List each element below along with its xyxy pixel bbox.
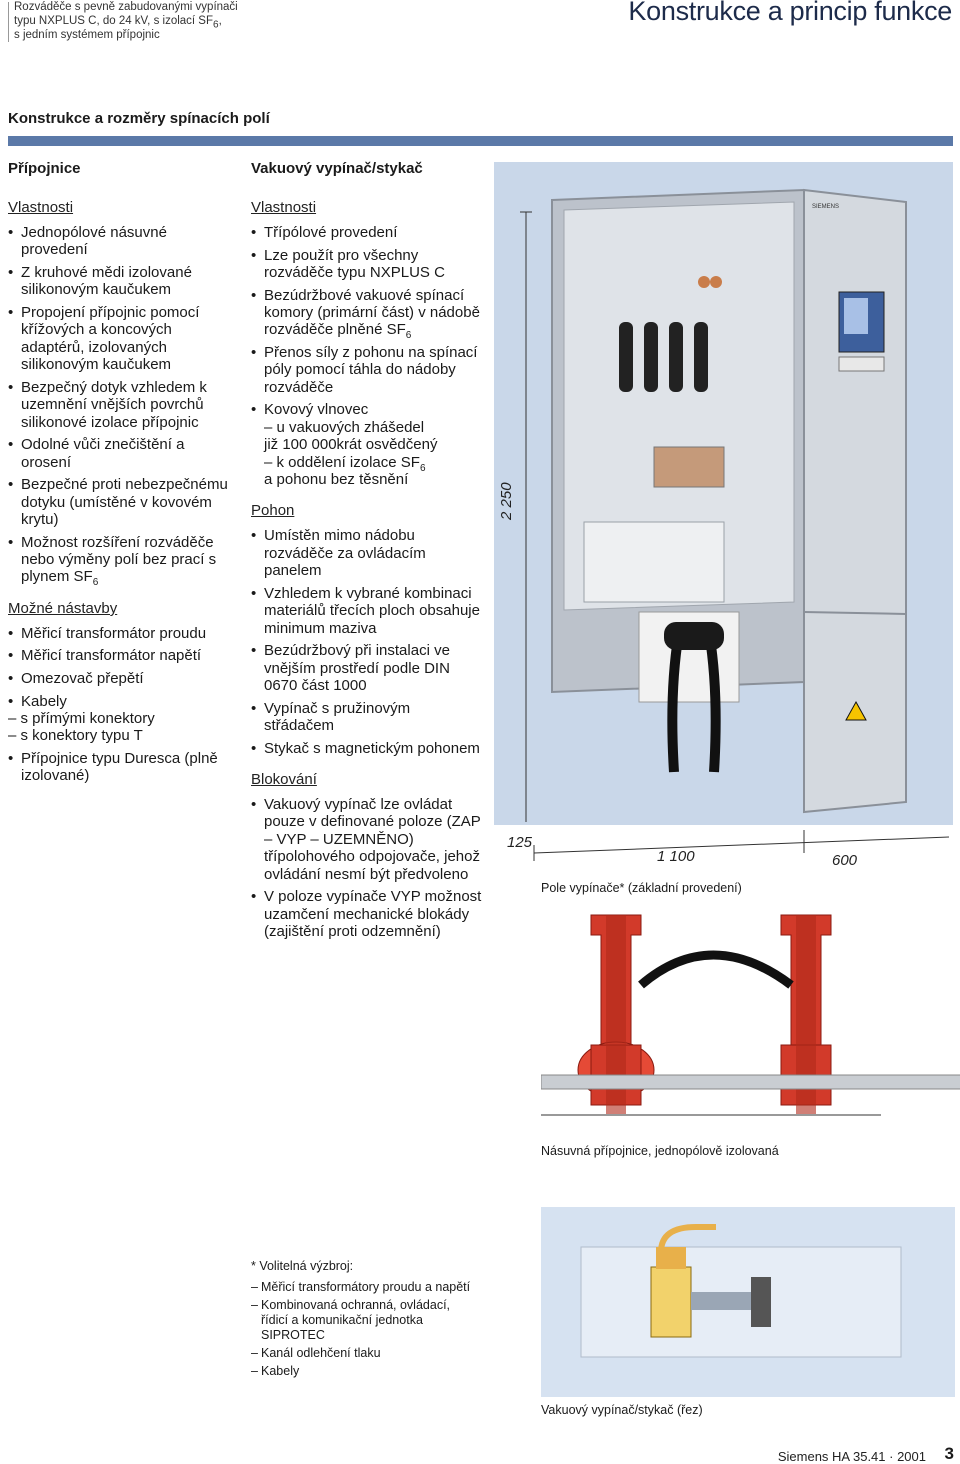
figure-caption-3: Vakuový vypínač/stykač (řez) bbox=[541, 1403, 703, 1417]
depth-dimension-a: 125 bbox=[507, 834, 533, 851]
cable-sub-item: – s konektory typu T bbox=[8, 727, 143, 745]
list-item: Měřicí transformátory proudu a napětí bbox=[251, 1280, 471, 1295]
interlock-heading: Blokování bbox=[251, 771, 317, 789]
drive-heading: Pohon bbox=[251, 502, 295, 520]
list-item: Kovový vlnovec – u vakuových zhášedel ji… bbox=[251, 401, 483, 488]
list-item: Měřicí transformátor proudu bbox=[8, 625, 236, 643]
list-item: Přenos síly z pohonu na spínací póly pom… bbox=[251, 344, 483, 396]
busbar-properties-heading: Vlastnosti bbox=[8, 199, 74, 216]
document-subtitle: Rozváděče s pevně zabudovanými vypínači … bbox=[14, 0, 274, 42]
list-item: Lze použít pro všechny rozváděče typu NX… bbox=[251, 247, 483, 282]
busbar-illustration bbox=[541, 905, 960, 1125]
list-item: Vzhledem k vybrané kombinaci materiálů t… bbox=[251, 585, 483, 637]
figure-caption-1: Pole vypínače* (základní provedení) bbox=[541, 881, 742, 895]
breaker-section-figure bbox=[541, 1207, 955, 1397]
breaker-properties-list: Třípólové provedení Lze použít pro všech… bbox=[251, 224, 483, 488]
list-item: Propojení přípojnic pomocí křížových a k… bbox=[8, 304, 236, 374]
busbar-properties-list: Jednopólové násuvné provedení Z kruhové … bbox=[8, 224, 236, 588]
interlock-list: Vakuový vypínač lze ovládat pouze v defi… bbox=[251, 796, 483, 940]
note-title: * Volitelná výzbroj: bbox=[251, 1259, 354, 1273]
width-dimension: 600 bbox=[832, 852, 858, 869]
busbar-heading: Přípojnice bbox=[8, 160, 81, 177]
busbar-options-list: Měřicí transformátor proudu Měřicí trans… bbox=[8, 625, 236, 785]
list-item: Odolné vůči znečištění a orosení bbox=[8, 436, 236, 471]
list-item: Umístěn mimo nádobu rozváděče za ovládac… bbox=[251, 527, 483, 579]
list-item: Bezpečný dotyk vzhledem k uzemnění vnějš… bbox=[8, 379, 236, 431]
list-item: Přípojnice typu Duresca (plně izolované) bbox=[8, 750, 236, 785]
optional-equipment-note: * Volitelná výzbroj: Měřicí transformáto… bbox=[251, 1259, 471, 1382]
breaker-section-illustration bbox=[580, 1224, 902, 1358]
list-item: Kombinovaná ochranná, ovládací, řídicí a… bbox=[251, 1298, 471, 1343]
footer-doc-ref: Siemens HA 35.41 · 2001 bbox=[777, 1449, 926, 1464]
list-item: Omezovač přepětí bbox=[8, 670, 236, 688]
list-item: Kabely bbox=[251, 1364, 471, 1379]
busbar-options-heading: Možné nástavby bbox=[8, 599, 118, 617]
section-rule bbox=[8, 136, 953, 146]
list-item: Bezúdržbový při instalaci ve vnějším pro… bbox=[251, 642, 483, 694]
depth-dimension-b: 1 100 bbox=[657, 848, 695, 865]
list-item: Třípólové provedení bbox=[251, 224, 483, 242]
header-divider bbox=[8, 2, 9, 42]
list-item: V poloze vypínače VYP možnost uzamčení m… bbox=[251, 888, 483, 940]
list-item: Vakuový vypínač lze ovládat pouze v defi… bbox=[251, 796, 483, 883]
busbar-column: Přípojnice Vlastnosti Jednopólové násuvn… bbox=[8, 160, 236, 790]
list-item: Vypínač s pružinovým střádačem bbox=[251, 700, 483, 735]
list-item: Měřicí transformátor napětí bbox=[8, 647, 236, 665]
list-item: Z kruhové mědi izolované silikonovým kau… bbox=[8, 264, 236, 299]
page-number: 3 bbox=[944, 1444, 954, 1463]
header-line-2: typu NXPLUS C, do 24 kV, s izolací SF6, bbox=[14, 15, 222, 31]
list-item: Bezúdržbové vakuové spínací komory (prim… bbox=[251, 287, 483, 341]
switchgear-figure: SIEMENS bbox=[494, 162, 953, 825]
switchgear-illustration: SIEMENS bbox=[520, 188, 907, 822]
list-item: Stykač s magnetickým pohonem bbox=[251, 740, 483, 758]
breaker-column: Vakuový vypínač/stykač Vlastnosti Třípól… bbox=[251, 160, 483, 946]
list-item: Možnost rozšíření rozváděče nebo výměny … bbox=[8, 534, 236, 588]
list-item: Bezpečné proti nebezpečnému dotyku (umís… bbox=[8, 476, 236, 528]
list-item: Jednopólové násuvné provedení bbox=[8, 224, 236, 259]
header-line-3: s jedním systémem přípojnic bbox=[14, 29, 160, 41]
base-dimension-lines bbox=[533, 830, 950, 861]
breaker-heading: Vakuový vypínač/stykač bbox=[251, 160, 423, 177]
cable-sub-item: – s přímými konektory bbox=[8, 710, 155, 728]
list-item: Kabely – s přímými konektory – s konekto… bbox=[8, 693, 236, 745]
section-title: Konstrukce a rozměry spínacích polí bbox=[8, 110, 270, 127]
panel-brand: SIEMENS bbox=[812, 204, 839, 210]
breaker-properties-heading: Vlastnosti bbox=[251, 199, 317, 216]
drive-list: Umístěn mimo nádobu rozváděče za ovládac… bbox=[251, 527, 483, 757]
height-dimension: 2 250 bbox=[498, 482, 515, 520]
page-title: Konstrukce a princip funkce bbox=[628, 0, 952, 26]
list-item: Kanál odlehčení tlaku bbox=[251, 1346, 471, 1361]
header-line-1: Rozváděče s pevně zabudovanými vypínači bbox=[14, 1, 238, 13]
figure-caption-2: Násuvná přípojnice, jednopólově izolovan… bbox=[541, 1144, 779, 1158]
